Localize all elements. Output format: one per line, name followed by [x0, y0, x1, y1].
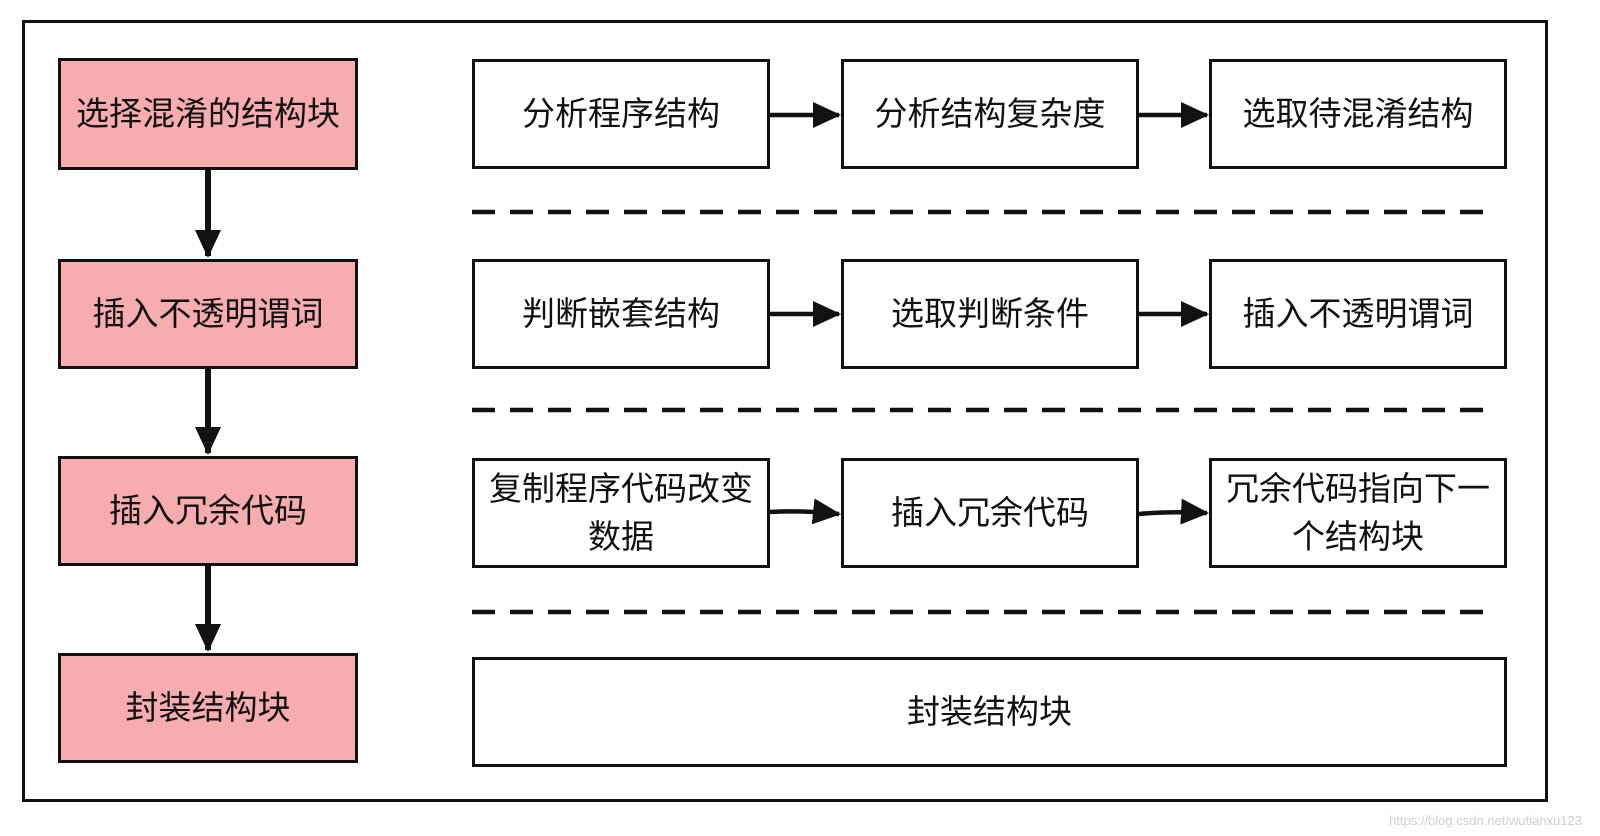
diagram-frame — [22, 20, 1548, 802]
step-label: 插入不透明谓词 — [92, 294, 324, 333]
step-insert-opaque-predicate: 插入不透明谓词 — [58, 259, 358, 369]
step-select-structure-block: 选择混淆的结构块 — [58, 58, 358, 170]
step-label: 插入冗余代码 — [109, 491, 307, 530]
detail-box-analyze-program-structure: 分析程序结构 — [472, 59, 770, 169]
detail-box-insert-redundant-code: 插入冗余代码 — [841, 458, 1139, 568]
arrow-right-r3b — [1138, 498, 1209, 525]
detail-box-select-target-structure: 选取待混淆结构 — [1209, 59, 1507, 169]
detail-box-wrap-structure-block: 封装结构块 — [472, 657, 1507, 767]
watermark: https://blog.csdn.net/wutianxu123 — [1389, 813, 1582, 828]
detail-label: 插入冗余代码 — [891, 493, 1089, 532]
detail-box-analyze-complexity: 分析结构复杂度 — [841, 59, 1139, 169]
detail-box-check-nested-structure: 判断嵌套结构 — [472, 259, 770, 369]
detail-label: 复制程序代码改变数据 — [489, 469, 753, 556]
arrow-right-r3a — [769, 498, 841, 525]
detail-box-redundant-code-next-block: 冗余代码指向下一个结构块 — [1209, 458, 1507, 568]
detail-label: 冗余代码指向下一个结构块 — [1226, 469, 1490, 556]
detail-label: 插入不透明谓词 — [1242, 294, 1474, 333]
detail-label: 分析结构复杂度 — [874, 94, 1106, 133]
detail-box-copy-code-change-data: 复制程序代码改变数据 — [472, 458, 770, 568]
detail-label: 封装结构块 — [907, 692, 1072, 731]
detail-label: 判断嵌套结构 — [522, 294, 720, 333]
detail-label: 分析程序结构 — [522, 94, 720, 133]
step-wrap-structure-block: 封装结构块 — [58, 653, 358, 763]
detail-label: 选取判断条件 — [891, 294, 1089, 333]
detail-label: 选取待混淆结构 — [1242, 94, 1474, 133]
step-label: 封装结构块 — [125, 688, 291, 727]
detail-box-select-condition: 选取判断条件 — [841, 259, 1139, 369]
detail-box-insert-opaque-predicate: 插入不透明谓词 — [1209, 259, 1507, 369]
step-label: 选择混淆的结构块 — [76, 94, 340, 133]
step-insert-redundant-code: 插入冗余代码 — [58, 456, 358, 566]
